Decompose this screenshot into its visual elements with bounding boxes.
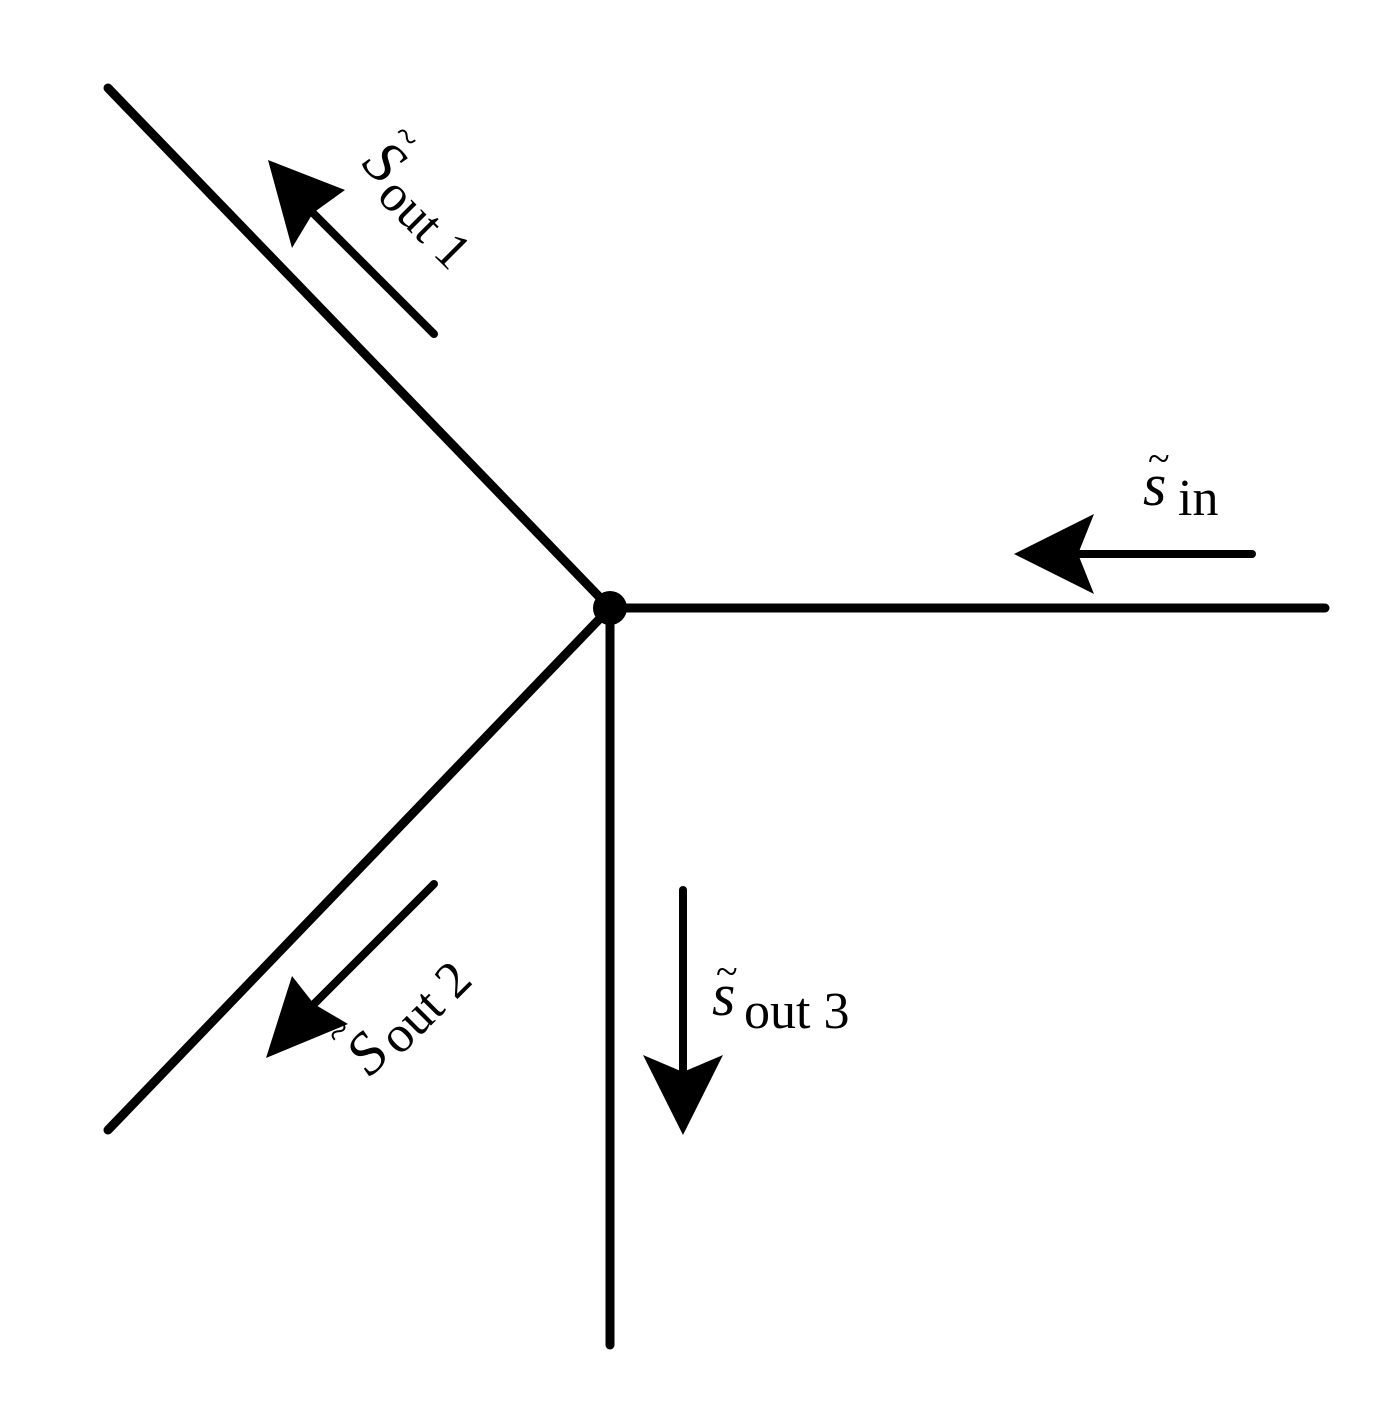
label-s-in: ~ s in bbox=[1143, 436, 1218, 527]
arrow-in bbox=[1014, 514, 1256, 594]
svg-text:in: in bbox=[1178, 470, 1218, 527]
branch-lower-left bbox=[103, 603, 615, 1135]
svg-text:out 2: out 2 bbox=[368, 950, 483, 1065]
arrow-out-1 bbox=[268, 160, 438, 338]
svg-text:~: ~ bbox=[716, 949, 738, 994]
label-s-out-2: ~ S out 2 bbox=[315, 950, 483, 1087]
svg-text:s: s bbox=[1143, 452, 1166, 518]
arrow-out-3 bbox=[643, 886, 723, 1135]
svg-text:~: ~ bbox=[1148, 436, 1170, 481]
svg-text:s: s bbox=[712, 962, 735, 1028]
label-s-out-1: ~ S out 1 bbox=[351, 113, 482, 281]
arrow-out-2 bbox=[266, 880, 438, 1058]
svg-text:out 3: out 3 bbox=[744, 983, 849, 1040]
branch-upper-left bbox=[103, 83, 615, 613]
junction-node bbox=[593, 591, 627, 625]
label-s-out-3: ~ s out 3 bbox=[712, 949, 849, 1040]
